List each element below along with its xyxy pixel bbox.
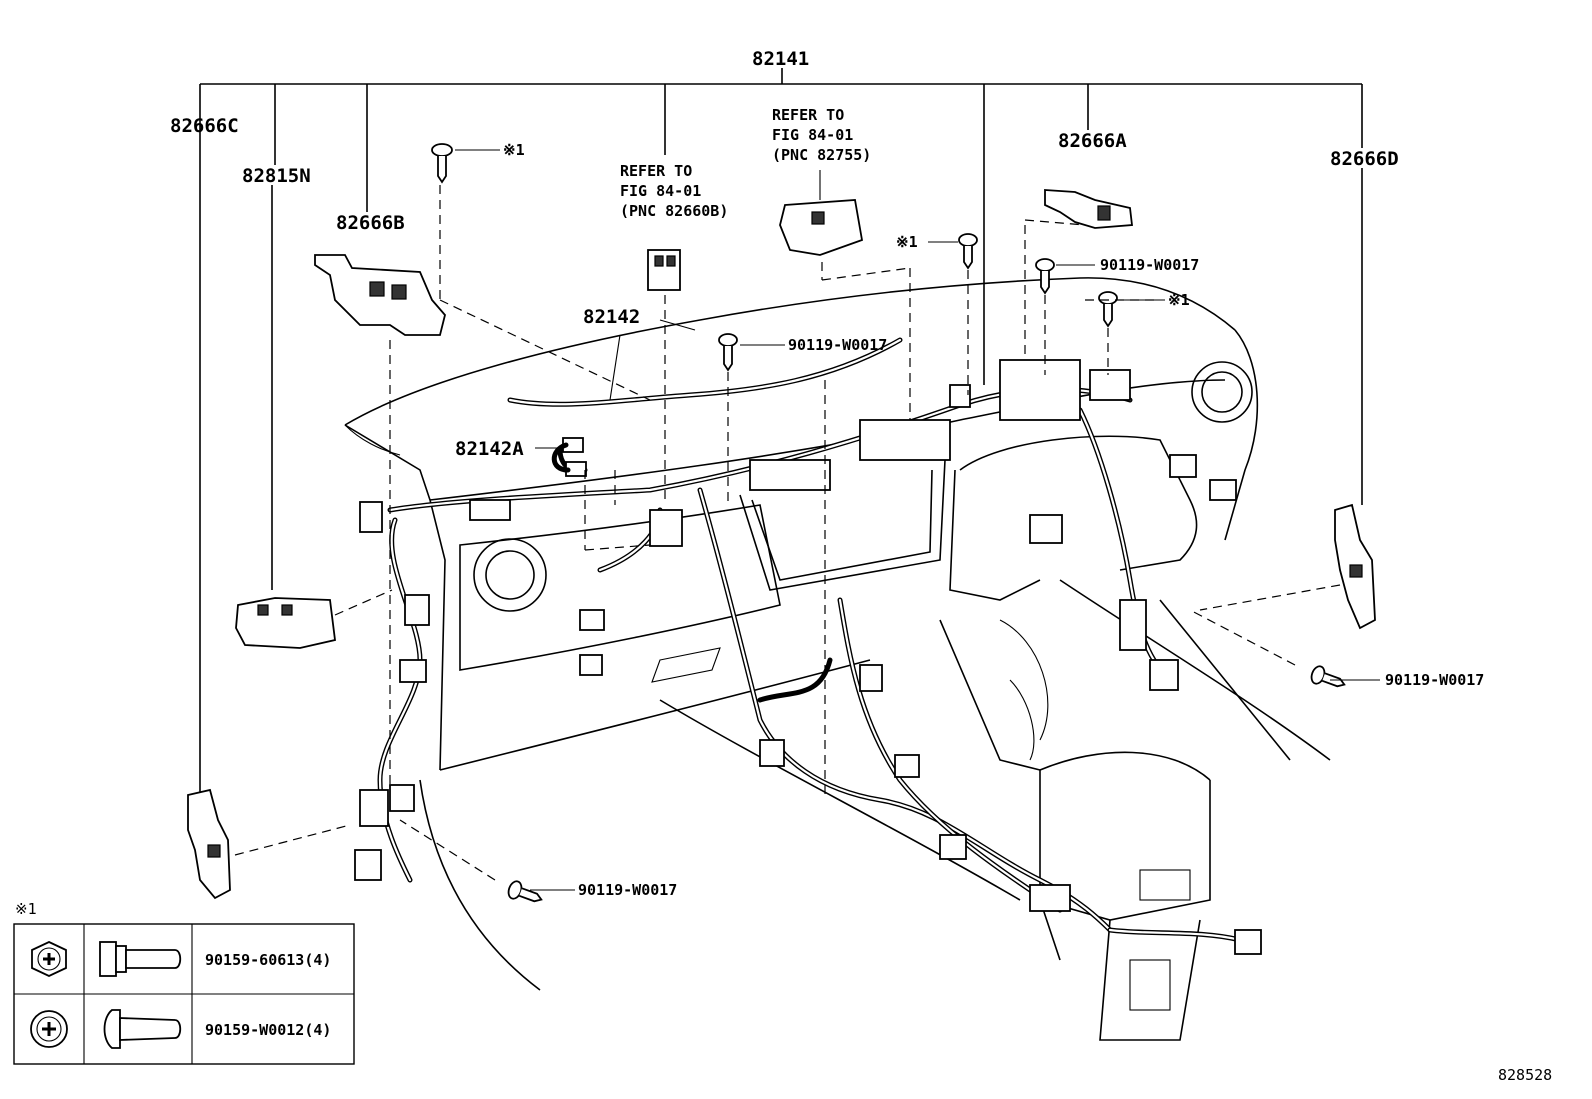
refer-note-82660B: FIG 84-01 (620, 182, 701, 200)
legend-marker: ※1 (15, 900, 37, 918)
legend-part-number: 90159-60613(4) (205, 951, 331, 969)
fastener-legend: ※1 90159-60613(4) 90159-W0012 (13, 900, 355, 1065)
part-82755-module (779, 170, 864, 256)
label-82142A: 82142A (455, 438, 524, 460)
refer-note-82660B: (PNC 82660B) (620, 202, 728, 220)
dashed-leaders (234, 185, 1341, 881)
wiring-harness (377, 337, 1243, 943)
part-82666B-bracket (314, 254, 446, 336)
label-82666D: 82666D (1330, 148, 1399, 170)
round-phillips-head-icon (30, 1010, 68, 1048)
bolt-icon (1310, 665, 1346, 688)
screw-icon (958, 233, 978, 270)
label-bolt-90119: 90119-W0017 (788, 336, 887, 354)
label-leaders (455, 149, 1380, 891)
bolt-icon (507, 880, 543, 903)
screw-icon (431, 143, 453, 184)
refer-note-82755: FIG 84-01 (772, 126, 853, 144)
bolt-icon (718, 333, 738, 372)
bolt-icon-group (431, 143, 1346, 903)
label-82142: 82142 (583, 306, 640, 328)
hex-phillips-head-icon (31, 941, 67, 977)
harness-connectors (354, 359, 1262, 955)
bolt-icon (1035, 258, 1055, 295)
label-note-mark: ※1 (1168, 291, 1190, 309)
label-82666A: 82666A (1058, 130, 1127, 152)
label-82815N: 82815N (242, 165, 311, 187)
label-note-mark: ※1 (503, 141, 525, 159)
label-82141: 82141 (752, 48, 809, 70)
harness-leader-bracket (199, 68, 1363, 795)
legend-part-number: 90159-W0012(4) (205, 1021, 331, 1039)
round-bolt-side-icon (103, 1009, 182, 1049)
part-82666C-bracket (187, 788, 231, 900)
label-bolt-90119: 90119-W0017 (578, 881, 677, 899)
label-bolt-90119: 90119-W0017 (1100, 256, 1199, 274)
instrument-panel-outline (344, 277, 1331, 1041)
label-bolt-90119: 90119-W0017 (1385, 671, 1484, 689)
label-82666C: 82666C (170, 115, 239, 137)
part-82815N-block (235, 597, 336, 649)
part-82666A-bracket (1044, 189, 1134, 229)
part-labels: 82141 82666C 82815N 82666B 82666A 82666D… (170, 48, 1552, 1084)
refer-note-82755: REFER TO (772, 106, 844, 124)
label-82666B: 82666B (336, 212, 405, 234)
hex-bolt-side-icon (99, 941, 182, 977)
label-note-mark: ※1 (896, 233, 918, 251)
refer-note-82755: (PNC 82755) (772, 146, 871, 164)
refer-note-82660B: REFER TO (620, 162, 692, 180)
screw-icon (1098, 291, 1118, 328)
part-82142A-connector (551, 437, 587, 477)
diagram-id: 828528 (1498, 1066, 1552, 1084)
part-82660B-connector (647, 249, 681, 291)
part-82666D-bracket (1334, 503, 1376, 630)
